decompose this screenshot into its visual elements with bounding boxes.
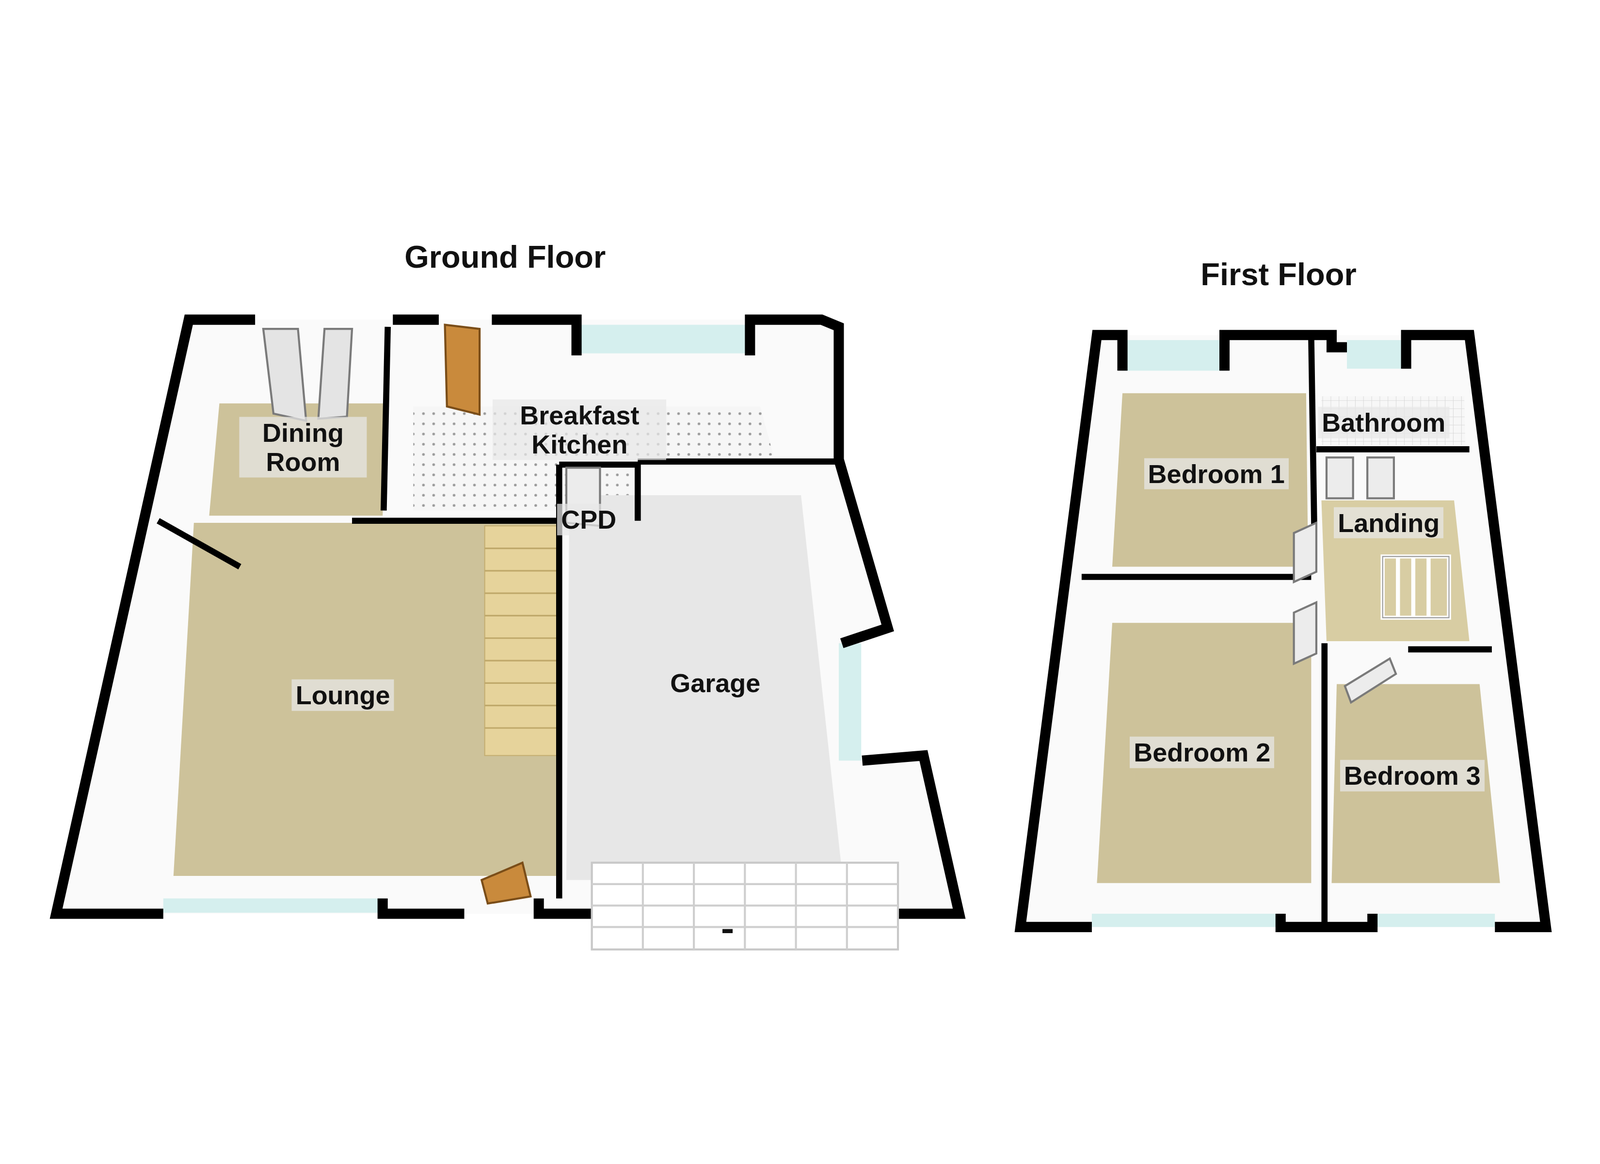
- plan-part: [750, 319, 888, 643]
- room: Breakfast Kitchen: [385, 326, 837, 462]
- bedroom-floor: [1096, 622, 1312, 883]
- room-name: Bedroom 2: [1129, 736, 1275, 768]
- room-name: Lounge: [291, 679, 395, 711]
- room-name: Bedroom 3: [1340, 759, 1485, 791]
- door: [481, 862, 531, 904]
- window: [1122, 339, 1225, 371]
- room: CPD: [559, 464, 638, 521]
- room-name: Landing: [1333, 506, 1444, 538]
- plan-part: [1224, 335, 1348, 371]
- plan-part: [1311, 336, 1314, 531]
- window: [163, 897, 383, 912]
- floor-plan: First FloorBedroom 1 BathroomLandingBedro…: [1010, 250, 1552, 934]
- ground-floor-drawing: [56, 319, 960, 950]
- first-floor-drawing: [1020, 335, 1547, 928]
- plan-part: [1081, 336, 1492, 927]
- plan-part: [592, 862, 898, 950]
- banister-edge: [1382, 556, 1450, 618]
- plan-part: [1020, 335, 1123, 928]
- plan-part: [722, 928, 733, 933]
- landing-floor: [1321, 500, 1470, 641]
- lounge-floor: [173, 522, 560, 876]
- plan-part: [484, 525, 559, 756]
- dining-floor: [208, 403, 386, 516]
- room-name: Bedroom 1: [1144, 457, 1289, 489]
- room-name: CPD: [557, 503, 621, 535]
- plan-part: [382, 897, 464, 914]
- room: Bedroom 2: [1040, 576, 1322, 909]
- door: [445, 324, 480, 415]
- room-name: Garage: [666, 667, 765, 699]
- window: [838, 642, 862, 761]
- plan-part: [1081, 573, 1312, 580]
- door: [1294, 602, 1317, 664]
- room: Landing: [1311, 448, 1490, 648]
- plan-part: [1397, 556, 1429, 618]
- plan-part: [56, 319, 960, 914]
- plan-part: [637, 458, 839, 465]
- room: Garage: [561, 461, 950, 898]
- room-name: Bathroom: [1317, 406, 1450, 438]
- window: [576, 324, 751, 354]
- room-name: Dining Room: [239, 416, 368, 478]
- door: [263, 328, 306, 421]
- garage-floor: [566, 495, 843, 880]
- plan-part: [56, 319, 256, 914]
- plan-part: [1316, 446, 1470, 453]
- plan-part: [383, 326, 388, 511]
- room-name: Breakfast Kitchen: [493, 399, 667, 461]
- door: [1344, 658, 1396, 703]
- window: [1346, 339, 1407, 369]
- door: [318, 328, 352, 419]
- room: Bedroom 3: [1321, 647, 1531, 909]
- plan-part: [538, 897, 597, 914]
- floor-plan: Ground FloorDining Room Breakfast Kitchen…: [46, 229, 970, 934]
- bedroom-floor: [1331, 683, 1500, 883]
- room: Bathroom: [1311, 336, 1475, 450]
- door: [1294, 522, 1317, 582]
- window: [1091, 913, 1281, 927]
- window: [1372, 913, 1496, 927]
- garage-door: [592, 862, 898, 950]
- plan-heading: First Floor: [1200, 256, 1357, 293]
- plan-part: [158, 326, 839, 899]
- plan-part: [1321, 642, 1328, 927]
- plan-part: [56, 319, 960, 914]
- plan-part: [592, 862, 898, 950]
- room: Dining Room: [163, 326, 383, 521]
- plan-part: [1382, 556, 1450, 618]
- plan-part: [352, 517, 560, 524]
- plan-part: [491, 319, 577, 356]
- plan-part: [1382, 556, 1450, 618]
- plan-part: [1408, 646, 1492, 653]
- room: Lounge: [91, 522, 558, 898]
- door: [1326, 457, 1354, 498]
- plan-heading: Ground Floor: [404, 239, 606, 275]
- room: Bedroom 1: [1081, 336, 1312, 577]
- banister: [1382, 556, 1450, 618]
- plan-part: [392, 314, 439, 325]
- plan-part: [1020, 335, 1547, 928]
- plan-part: [158, 520, 240, 567]
- door: [1367, 457, 1394, 498]
- plan-part: [484, 548, 559, 728]
- plan-part: [1020, 335, 1547, 928]
- stairs: [484, 525, 559, 756]
- bedroom-floor: [1112, 393, 1309, 567]
